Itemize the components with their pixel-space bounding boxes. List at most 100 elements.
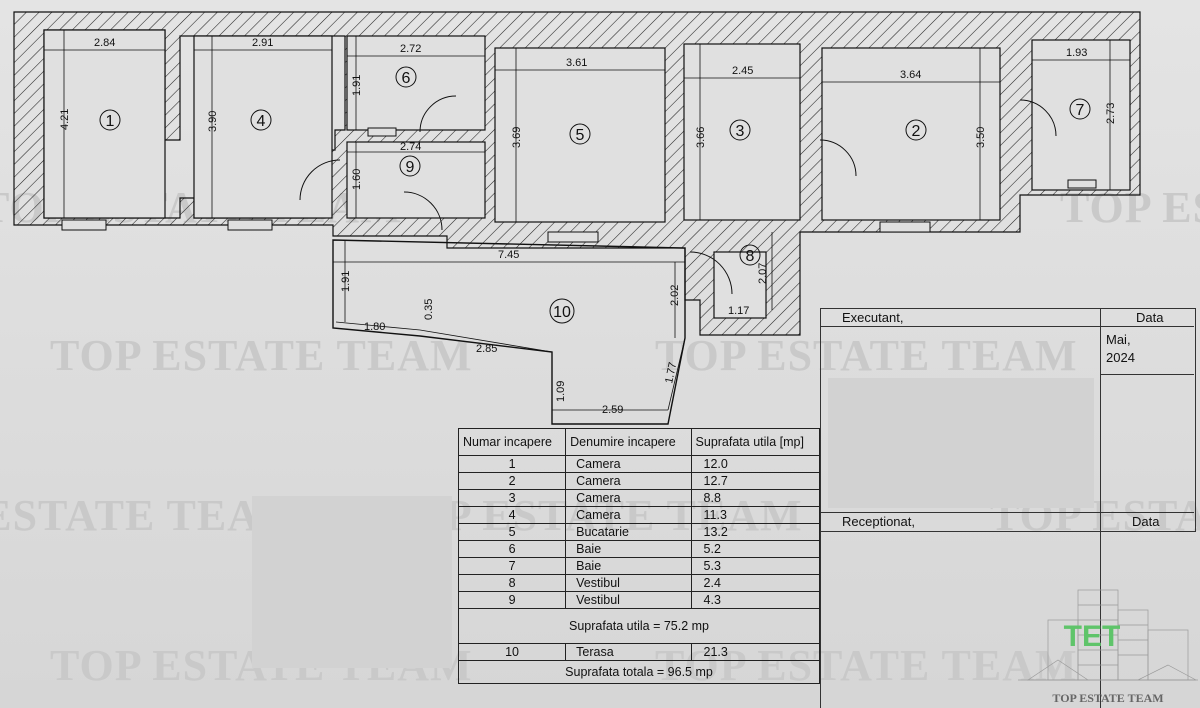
receptionat-label: Receptionat, [842,514,915,529]
watermark-text: TOP ESTATE TEAM [655,331,1078,380]
table-cell: Camera [565,455,692,473]
dim-r9-width: 2.74 [400,141,421,153]
table-cell: Vestibul [565,591,692,609]
table-cell: Baie [565,557,692,575]
utila-total: Suprafata utila = 75.2 mp [458,608,820,644]
receptionat-header-line [820,512,1194,532]
date-value-month: Mai, [1106,332,1131,347]
dim-r9-height: 1.60 [351,169,363,190]
room-9-label: 9 [406,159,415,176]
table-cell: 10 [457,643,567,661]
room-outlines [43,29,1131,319]
grand-total: Suprafata totala = 96.5 mp [458,660,820,684]
utila-total-row: Suprafata utila = 75.2 mp [458,608,820,644]
dim-r1-width: 2.84 [94,37,115,49]
table-cell: 6 [457,540,567,558]
table-header: Suprafata utila [mp] [690,428,821,456]
dimension-lines [44,30,1130,424]
watermark-text: TOP ESTATE TEAM [0,491,303,540]
logo-mark: TET [1064,620,1121,653]
room-3-label: 3 [736,123,745,140]
redacted-signature [828,378,1094,508]
dim-r3-width: 2.45 [732,65,753,77]
dim-r2-height: 3.50 [975,127,987,148]
room-6-label: 6 [402,70,411,87]
dim-r8-width: 1.17 [728,305,749,317]
receptionat-box [820,512,821,708]
table-cell: 5.3 [690,557,821,575]
table-cell: 3 [457,489,567,507]
logo-caption: TOP ESTATE TEAM [1052,691,1163,705]
date-label: Data [1136,310,1164,325]
table-cell: Camera [565,489,692,507]
redacted-area [252,496,452,668]
dim-r7-height: 2.73 [1105,103,1117,124]
dim-terrace-d: 1.09 [555,381,567,402]
grand-total-row: Suprafata totala = 96.5 mp [458,660,820,684]
dim-terrace-c: 2.85 [476,343,497,355]
dim-r4-height: 3.90 [207,111,219,132]
table-cell: 7 [457,557,567,575]
executant-label: Executant, [842,310,904,325]
table-header: Numar incapere [457,428,567,456]
table-cell: 12.7 [690,472,821,490]
windows [61,127,1097,243]
dim-r3-height: 3.66 [695,127,707,148]
table-cell: 2.4 [690,574,821,592]
table-cell: 1 [457,455,567,473]
dim-r2-width: 3.64 [900,69,921,81]
dim-terrace-b: 0.35 [423,299,435,320]
table-cell: Camera [565,472,692,490]
room-5-label: 5 [576,127,585,144]
table-header-row: Numar incapere Denumire incapere Suprafa… [457,428,821,456]
table-cell: Terasa [565,643,692,661]
table-cell: 13.2 [690,523,821,541]
table-cell: Camera [565,506,692,524]
dim-terrace-f: 1.77 [663,361,679,384]
table-cell: 4 [457,506,567,524]
table-cell: 4.3 [690,591,821,609]
date-label-2: Data [1132,514,1160,529]
dimension-labels: 2.84 4.21 2.91 3.90 2.72 1.91 2.74 1.60 … [59,37,1117,416]
room-1-label: 1 [106,113,115,130]
dim-terrace-left: 1.91 [340,271,352,292]
room-10-label: 10 [553,304,571,321]
table-cell: 5.2 [690,540,821,558]
dim-r4-width: 2.91 [252,37,273,49]
date-column [1100,308,1195,708]
room-number-labels: 1 2 3 4 5 6 7 8 9 10 [106,70,1085,321]
table-cell: 5 [457,523,567,541]
room-7-label: 7 [1076,102,1085,119]
table-cell: Vestibul [565,574,692,592]
table-cell: 2 [457,472,567,490]
watermark-text: TOP ESTATE TEAM [50,331,473,380]
room-area-table: Numar incapere Denumire incapere Suprafa… [457,428,821,684]
dim-terrace-top: 7.45 [498,249,519,261]
room-2-label: 2 [912,123,921,140]
table-cell: 9 [457,591,567,609]
table-cell: Baie [565,540,692,558]
room-4-label: 4 [257,113,266,130]
room-numbers [99,66,1091,324]
table-cell: 21.3 [690,643,821,661]
table-cell: 12.0 [690,455,821,473]
dim-terrace-a: 1.80 [364,321,385,333]
doors [299,95,1057,295]
table-cell: 8 [457,574,567,592]
dim-terrace-e: 2.59 [602,404,623,416]
table-cell: 8.8 [690,489,821,507]
dim-r7-width: 1.93 [1066,47,1087,59]
room-8-label: 8 [746,248,755,265]
dim-r1-height: 4.21 [59,109,71,130]
date-value-year: 2024 [1106,350,1135,365]
